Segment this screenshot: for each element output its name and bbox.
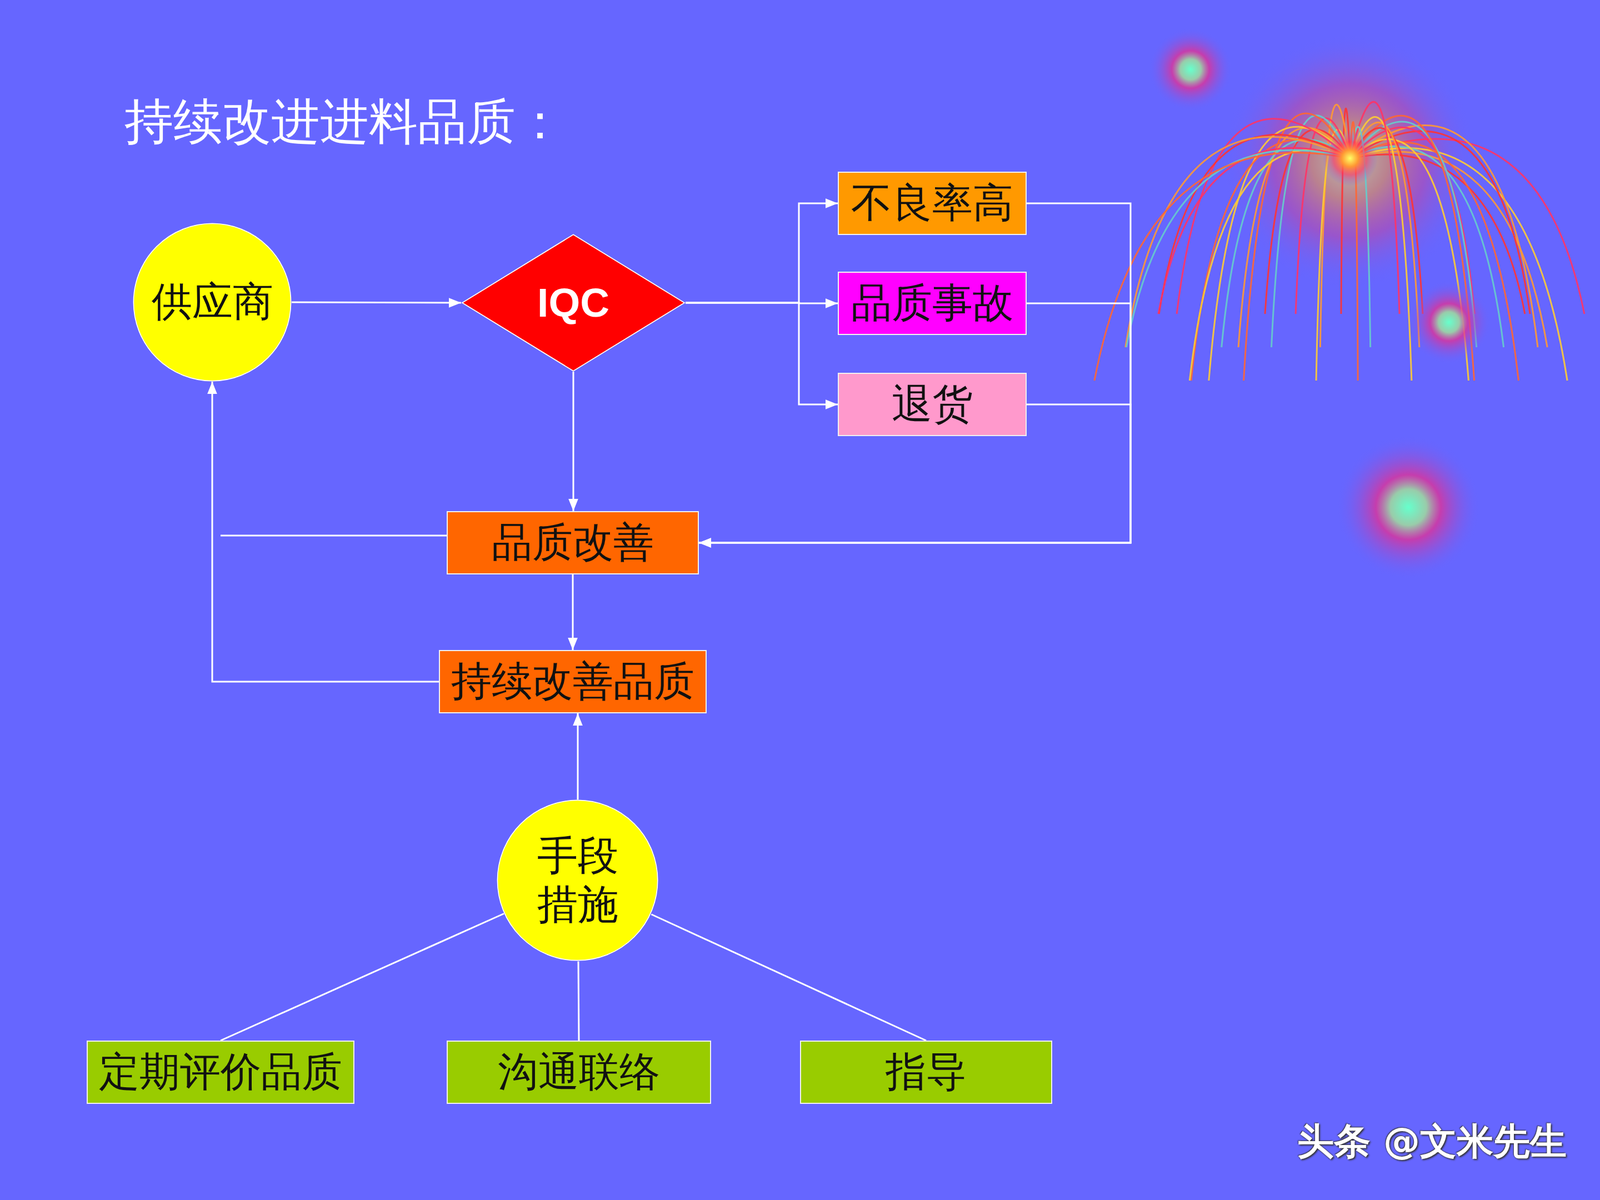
connector bbox=[685, 302, 838, 405]
node-label: 品质事故 bbox=[851, 278, 1014, 328]
node-label: 沟通联络 bbox=[497, 1047, 660, 1097]
firework-strand bbox=[1176, 118, 1350, 314]
firework-spark bbox=[1407, 280, 1491, 364]
feedback-line bbox=[220, 535, 447, 537]
connector bbox=[698, 303, 1131, 543]
circle-shape bbox=[497, 800, 658, 961]
node-label: 品质改善 bbox=[491, 518, 654, 568]
node-label: 手段 措施 bbox=[527, 831, 628, 929]
decision-diamond: IQC bbox=[461, 233, 686, 372]
firework-strand bbox=[1126, 150, 1350, 348]
process-box: 持续改善品质 bbox=[438, 650, 707, 714]
node-label: 指导 bbox=[885, 1047, 967, 1097]
node-label: 定期评价品质 bbox=[98, 1047, 343, 1097]
node-label: IQC bbox=[537, 278, 610, 328]
connector bbox=[572, 574, 574, 650]
firework-strand bbox=[1191, 139, 1350, 381]
connector bbox=[576, 713, 579, 800]
firework-strand bbox=[1350, 142, 1519, 381]
circle-shape bbox=[133, 223, 291, 381]
firework-strand bbox=[1158, 147, 1350, 314]
connector bbox=[220, 913, 504, 1041]
result-box: 不良率高 bbox=[837, 171, 1027, 235]
firework-strands bbox=[1094, 101, 1585, 381]
node-label: 不良率高 bbox=[851, 178, 1014, 228]
connector bbox=[651, 914, 927, 1041]
measure-box: 指导 bbox=[800, 1040, 1053, 1104]
connector bbox=[685, 203, 838, 303]
supplier-circle: 供应商 bbox=[132, 222, 292, 382]
firework-strand bbox=[1125, 136, 1350, 348]
firework-strand bbox=[1158, 134, 1350, 314]
connector bbox=[698, 203, 1131, 543]
means-circle: 手段 措施 bbox=[496, 799, 659, 962]
connector bbox=[572, 371, 575, 512]
firework-strand bbox=[1094, 152, 1350, 381]
firework-spark bbox=[1336, 435, 1481, 580]
diamond-shape bbox=[462, 234, 685, 372]
firework-strand bbox=[1189, 150, 1350, 381]
slide-title: 持续改进进料品质： bbox=[124, 88, 565, 155]
firework-spark bbox=[1148, 27, 1233, 112]
result-box: 退货 bbox=[837, 372, 1027, 437]
node-label: 供应商 bbox=[151, 277, 274, 327]
node-label: 退货 bbox=[891, 380, 973, 429]
firework-strand bbox=[1350, 148, 1568, 381]
firework-center bbox=[1322, 130, 1378, 187]
process-box: 品质改善 bbox=[446, 511, 699, 575]
firework-glow bbox=[1222, 33, 1478, 289]
connector bbox=[291, 302, 462, 303]
circle-outline bbox=[496, 799, 659, 962]
node-label: 持续改善品质 bbox=[451, 657, 695, 707]
watermark: 头条 @文米先生 bbox=[1297, 1116, 1567, 1167]
result-box: 品质事故 bbox=[837, 271, 1027, 335]
measure-box: 沟通联络 bbox=[446, 1040, 712, 1104]
measure-box: 定期评价品质 bbox=[86, 1040, 355, 1104]
connector bbox=[212, 381, 439, 682]
connector bbox=[577, 961, 580, 1041]
